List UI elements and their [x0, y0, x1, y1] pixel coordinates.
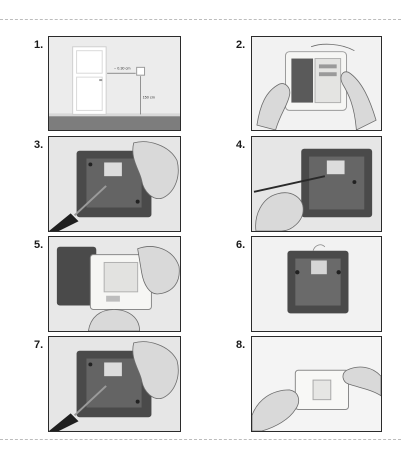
height-label: 150 cm	[143, 96, 155, 100]
step-number: 8.	[236, 339, 246, 351]
step-number: 5.	[34, 239, 44, 251]
step-number: 3.	[34, 139, 44, 151]
step-2-illustration	[251, 36, 382, 131]
step-number: 4.	[236, 139, 246, 151]
step-4-illustration	[251, 136, 382, 232]
step-number: 1.	[34, 39, 44, 51]
step-7-illustration	[48, 336, 181, 432]
step-1-illustration: ~ 0.30 cm 150 cm	[48, 36, 181, 131]
step-number: 7.	[34, 339, 44, 351]
step-6-illustration	[251, 236, 382, 332]
distance-label: ~ 0.30 cm	[114, 66, 130, 70]
top-cut-line	[0, 19, 401, 20]
step-3-illustration	[48, 136, 181, 232]
step-number: 6.	[236, 239, 246, 251]
bottom-cut-line	[0, 439, 401, 440]
step-number: 2.	[236, 39, 246, 51]
step-8-illustration	[251, 336, 382, 432]
step-5-illustration	[48, 236, 181, 332]
